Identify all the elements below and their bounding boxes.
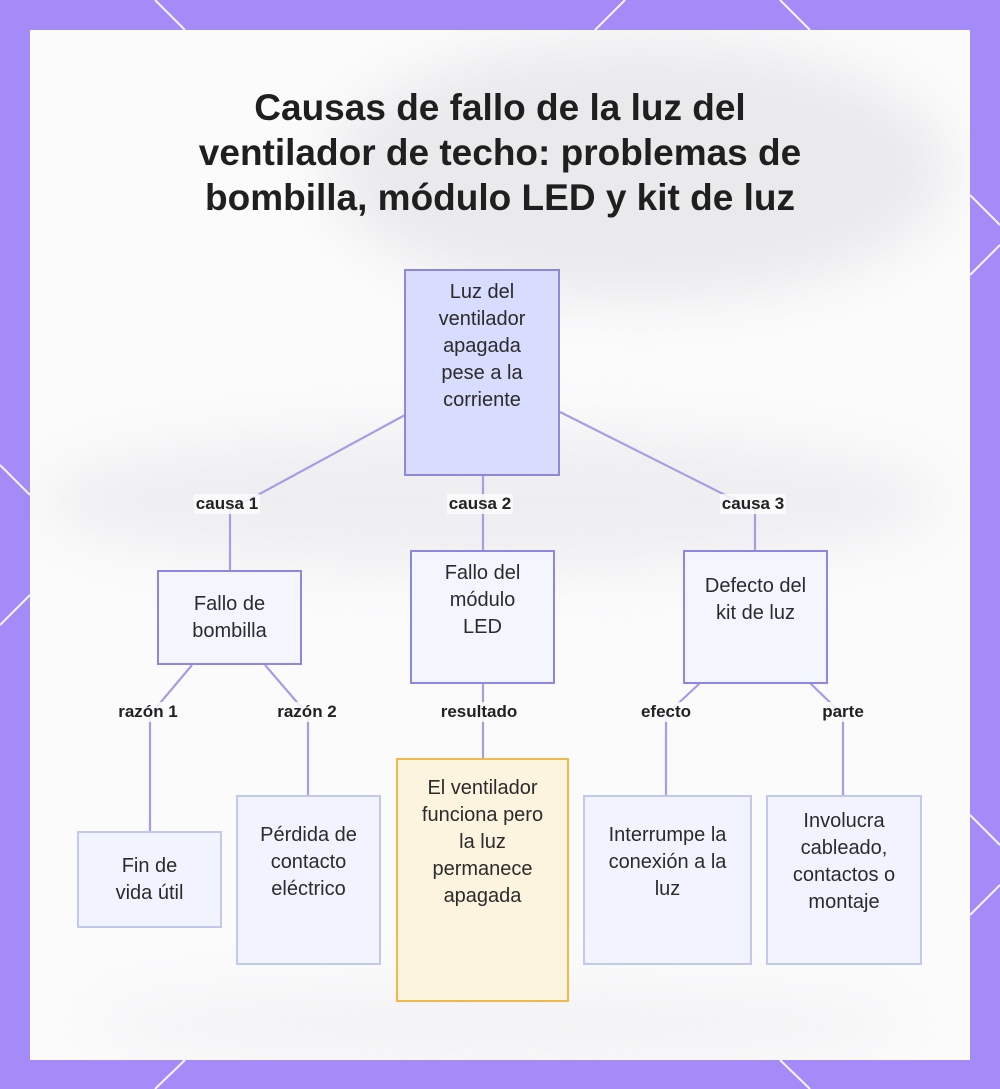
node-led-module-failure: Fallo del módulo LED <box>410 550 555 684</box>
edge-label-cause-2: causa 2 <box>446 494 514 514</box>
edge-label-part: parte <box>820 702 866 722</box>
edge-kit-to-interrupts <box>664 682 701 795</box>
edge-label-reason-1: razón 1 <box>116 702 180 722</box>
node-root-light-off: Luz del ventilador apagada pese a la cor… <box>404 269 560 476</box>
edge-bulb-to-contact-loss <box>264 664 310 795</box>
node-involves-wiring: Involucra cableado, contactos o montaje <box>766 795 922 965</box>
edge-kit-to-involves <box>809 682 845 795</box>
title-line-1: Causas de fallo de la luz del <box>254 87 746 128</box>
edge-label-cause-1: causa 1 <box>193 494 261 514</box>
edge-root-to-kit <box>559 411 757 550</box>
edge-label-cause-3: causa 3 <box>719 494 787 514</box>
edge-label-result: resultado <box>438 702 520 722</box>
edge-label-effect: efecto <box>638 702 694 722</box>
node-light-kit-defect: Defecto del kit de luz <box>683 550 828 684</box>
node-contact-loss: Pérdida de contacto eléctrico <box>236 795 381 965</box>
edge-bulb-to-end-of-life <box>148 664 193 832</box>
diagram-title: Causas de fallo de la luz del ventilador… <box>100 85 900 220</box>
edge-label-reason-2: razón 2 <box>275 702 339 722</box>
title-line-3: bombilla, módulo LED y kit de luz <box>205 177 795 218</box>
node-bulb-failure: Fallo de bombilla <box>157 570 302 665</box>
edge-root-to-bulb <box>228 414 406 570</box>
title-line-2: ventilador de techo: problemas de <box>198 132 802 173</box>
node-fan-works-light-off: El ventilador funciona pero la luz perma… <box>396 758 569 1002</box>
node-end-of-life: Fin de vida útil <box>77 831 222 928</box>
background-photo-shade <box>330 40 950 300</box>
node-interrupts-connection: Interrumpe la conexión a la luz <box>583 795 752 965</box>
